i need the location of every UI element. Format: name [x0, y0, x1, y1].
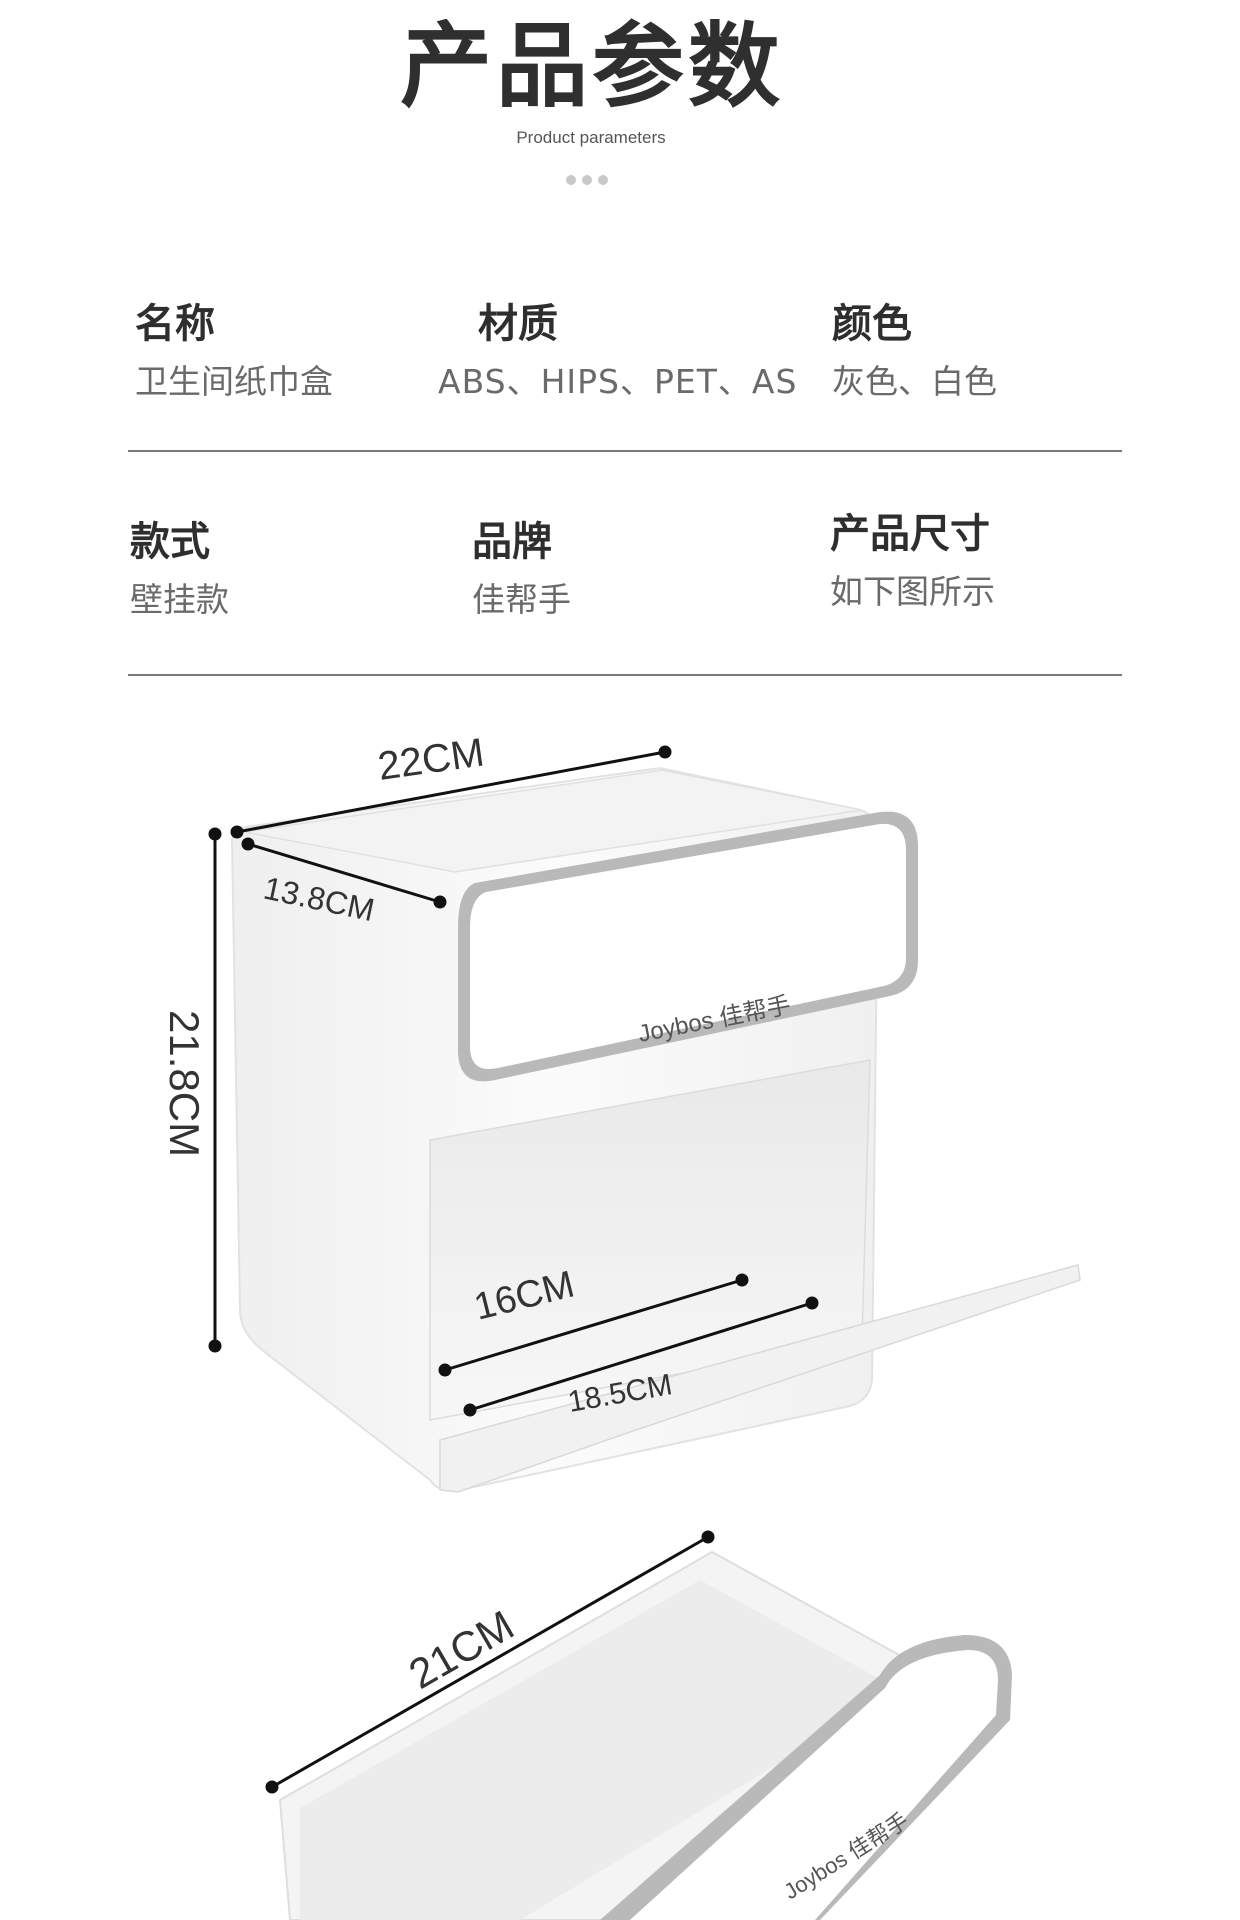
param-value: ABS、HIPS、PET、AS [438, 362, 798, 401]
divider [128, 450, 1122, 452]
decorative-dots [566, 170, 622, 185]
param-color: 颜色 灰色、白色 [832, 300, 997, 402]
page-title: 产品参数 [400, 13, 785, 120]
param-size: 产品尺寸 如下图所示 [830, 510, 995, 612]
param-name: 名称 卫生间纸巾盒 [135, 300, 333, 402]
dim-width: 22CM [375, 730, 487, 788]
drawer-inner [300, 1580, 900, 1920]
drawer: Joybos 佳帮手 [278, 1550, 1012, 1920]
cover-panel [470, 823, 906, 1070]
param-label: 品牌 [472, 519, 552, 565]
param-label: 颜色 [832, 301, 912, 347]
param-style: 款式 壁挂款 [130, 518, 229, 620]
box-top [244, 769, 863, 873]
param-label: 材质 [478, 301, 558, 347]
param-value: 佳帮手 [472, 580, 571, 619]
dimension-lines [208, 745, 819, 1417]
divider [128, 674, 1122, 676]
param-brand: 品牌 佳帮手 [472, 518, 571, 620]
product-svg: Joybos 佳帮手 22CM 13.8CM 21.8CM 16CM 18.5C… [161, 730, 1081, 1920]
param-material: 材质 ABS、HIPS、PET、AS [438, 300, 797, 402]
page-subtitle: Product parameters [516, 128, 666, 147]
param-value: 卫生间纸巾盒 [135, 362, 333, 401]
drawer-cover [630, 1650, 998, 1920]
param-label: 名称 [135, 301, 215, 347]
dim-height: 21.8CM [161, 1010, 208, 1157]
param-value: 壁挂款 [130, 580, 229, 619]
header: 产品参数 Product parameters [0, 0, 1240, 200]
param-label: 产品尺寸 [830, 511, 990, 557]
param-value: 如下图所示 [830, 572, 995, 611]
tissue-box: Joybos 佳帮手 [230, 766, 1081, 1493]
fold-tray [439, 1264, 1081, 1493]
param-label: 款式 [130, 519, 210, 565]
drawer-dimension-line [265, 1530, 715, 1794]
product-illustration: Joybos 佳帮手 22CM 13.8CM 21.8CM 16CM 18.5C… [0, 700, 1240, 1920]
param-value: 灰色、白色 [832, 362, 997, 401]
